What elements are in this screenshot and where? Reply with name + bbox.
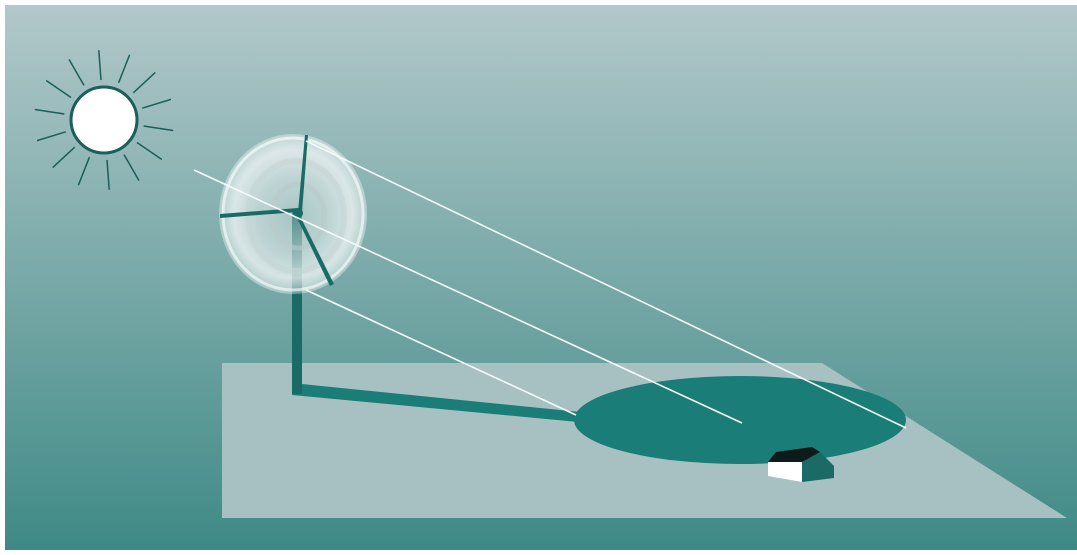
shadow-flicker-area xyxy=(574,376,906,464)
